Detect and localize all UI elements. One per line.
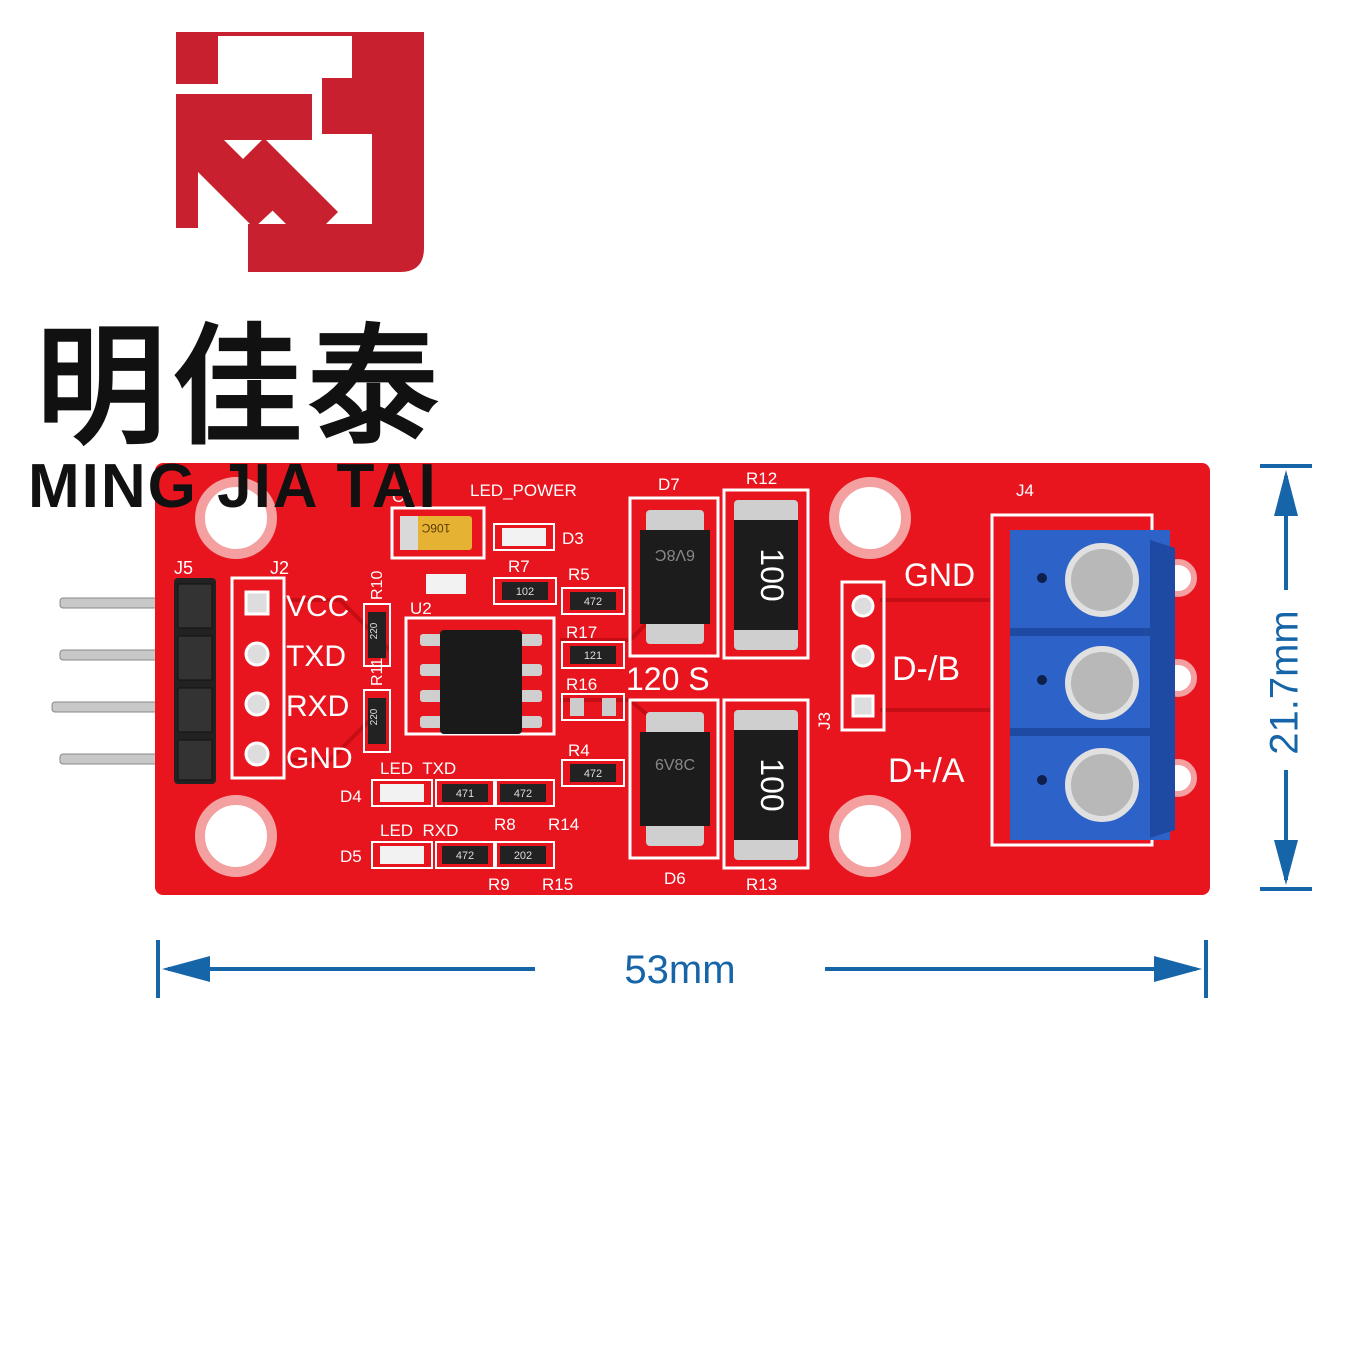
label-c1: C1 (392, 487, 414, 506)
brand-name-english: MING JIA TAI (28, 452, 438, 521)
label-d-minus-b: D-/B (892, 650, 960, 688)
label-led-rxd: LED RXD (380, 821, 458, 840)
label-r9: R9 (488, 875, 510, 894)
smd-code-6: 471 (456, 788, 474, 800)
label-d7: D7 (658, 475, 680, 494)
label-r11: R11 (369, 658, 386, 686)
label-j5: J5 (174, 558, 193, 578)
label-r12: R12 (746, 469, 777, 488)
width-dimension-label: 53mm (624, 948, 736, 992)
brand-name-chinese: 明佳泰 (36, 311, 445, 463)
res-top-code: 100 (754, 548, 790, 601)
j3-pads (851, 594, 875, 718)
smd-code-4: 220 (369, 708, 380, 725)
label-d6: D6 (664, 869, 686, 888)
label-gnd-left: GND (286, 742, 353, 775)
label-r15: R15 (542, 875, 573, 894)
label-d3: D3 (562, 529, 584, 548)
led-indicators (371, 523, 555, 869)
label-d5: D5 (340, 847, 362, 866)
smd-code-7: 472 (514, 788, 532, 800)
label-r10: R10 (369, 571, 386, 600)
label-d-plus-a: D+/A (888, 752, 965, 790)
label-j2: J2 (270, 558, 289, 578)
label-r4: R4 (568, 741, 590, 760)
j2-pads (244, 590, 270, 767)
cap-code: 106C (421, 521, 450, 535)
label-r17: R17 (566, 623, 597, 642)
smd-resistors (363, 577, 625, 869)
chip-markings: 6V8C 6V8C 100 100 106C 102 472 121 220 2… (369, 521, 790, 862)
label-led-txd: LED TXD (380, 759, 456, 778)
label-u2: U2 (410, 599, 432, 618)
tvs-bottom-code: 6V8C (655, 757, 695, 774)
label-txd: TXD (286, 640, 346, 673)
label-j4: J4 (1016, 481, 1034, 500)
label-d4: D4 (340, 787, 362, 806)
label-rxd: RXD (286, 690, 349, 723)
ic-chip (440, 630, 522, 734)
smd-code-2: 121 (584, 650, 602, 662)
height-dimension-label: 21.7mm (1262, 610, 1307, 755)
label-120s: 120 S (626, 661, 710, 697)
smd-code-8: 202 (514, 850, 532, 862)
label-led-power: LED_POWER (470, 481, 577, 500)
label-r16: R16 (566, 675, 597, 694)
res-bottom-code: 100 (754, 758, 790, 811)
label-r14: R14 (548, 815, 579, 834)
label-r8: R8 (494, 815, 516, 834)
screw-terminal-block (1010, 530, 1175, 840)
label-r5: R5 (568, 565, 590, 584)
label-gnd-right: GND (904, 557, 975, 593)
mounting-holes (195, 477, 911, 877)
dimension-lines (156, 464, 1312, 998)
tvs-top-code: 6V8C (655, 546, 695, 563)
smd-code-0: 102 (516, 586, 534, 598)
smd-code-1: 472 (584, 596, 602, 608)
silkscreen-text: J5 J2 VCC TXD RXD GND C1 LED_POWER D3 R1… (174, 469, 1034, 894)
smd-code-3: 220 (369, 622, 380, 639)
label-vcc: VCC (286, 590, 349, 623)
label-r13: R13 (746, 875, 777, 894)
smd-code-9: 472 (456, 850, 474, 862)
label-r7: R7 (508, 557, 530, 576)
label-j3: J3 (815, 712, 834, 730)
smd-code-5: 472 (584, 768, 602, 780)
brand-logo-icon (176, 32, 424, 272)
